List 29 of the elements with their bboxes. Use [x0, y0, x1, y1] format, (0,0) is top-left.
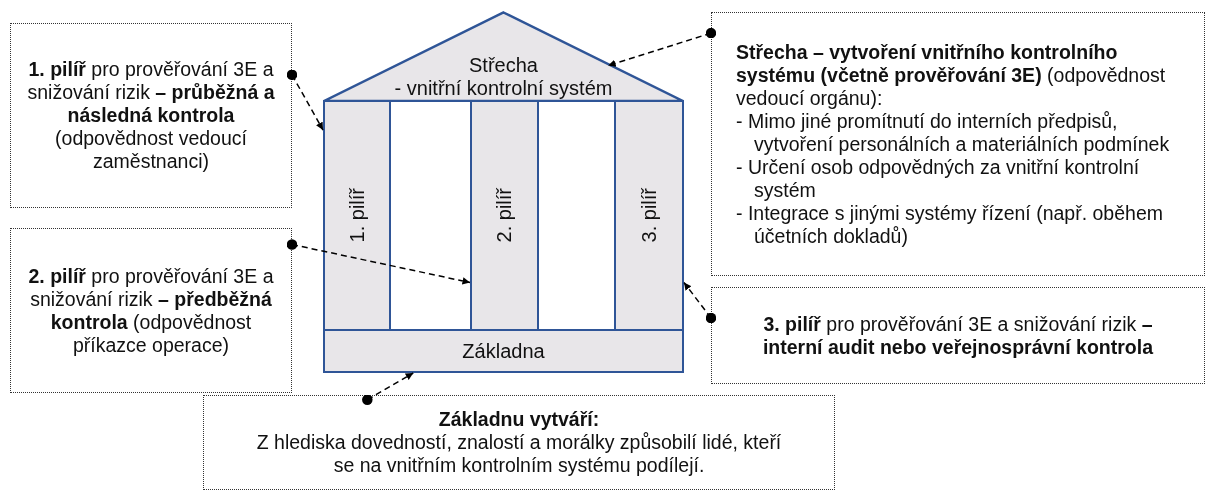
callout-text: Střecha – vytvoření vnitřního kontrolního systému (včetně prověřování 3E) (odpovědnost vedoucí orgánu): — [736, 40, 1167, 110]
callout-text: 3. pilíř pro prověřování 3E a snižování rizik – interní audit nebo veřejnosprávní kontrola — [761, 312, 1155, 359]
pillar — [323, 100, 391, 331]
pillar-label: 1. pilíř — [345, 188, 369, 243]
roof-label: Střecha — [469, 54, 538, 77]
callout-text: 1. pilíř pro prověřování 3E a snižování rizik – průběžná a následná kontrola (odpovědnost vedoucí zaměstnanci) — [26, 58, 276, 173]
callout-box — [10, 228, 292, 393]
roof-shape — [323, 11, 684, 102]
callout-text: Základnu vytváří: Z hlediska dovedností, znalostí a morálky způsobilí lidé, kteří se na vnitřním kontrolním systému podílejí. — [255, 408, 783, 477]
leader-arrow — [286, 69, 324, 131]
callout-box — [10, 23, 292, 208]
leader-arrow — [683, 281, 717, 324]
base-bar — [323, 329, 684, 373]
pillar — [614, 100, 684, 331]
pillar — [470, 100, 539, 331]
callout-box — [711, 287, 1205, 384]
bullet-item: - Integrace s jinými systémy řízení (např. oběhem účetních dokladů) — [736, 201, 1164, 248]
roof-label: - vnitřní kontrolní systém — [394, 77, 613, 100]
callout-box — [711, 12, 1205, 276]
leader-arrow — [607, 27, 717, 67]
callout-text: 2. pilíř pro prověřování 3E a snižování rizik – předběžná kontrola (odpovědnost příkazce operace) — [27, 264, 275, 357]
callout-box — [203, 395, 835, 490]
leader-arrow — [286, 239, 471, 285]
base-label: Základna — [462, 339, 545, 363]
bullet-item: - Určení osob odpovědných za vnitřní kontrolní systém — [736, 155, 1141, 202]
bullet-item: - Mimo jiné promítnutí do interních předpisů, vytvoření personálních a materiálních podmínek — [736, 109, 1171, 156]
pillar-label: 2. pilíř — [493, 188, 516, 243]
leader-arrow — [362, 372, 414, 405]
pillar-label: 3. pilíř — [637, 188, 661, 243]
